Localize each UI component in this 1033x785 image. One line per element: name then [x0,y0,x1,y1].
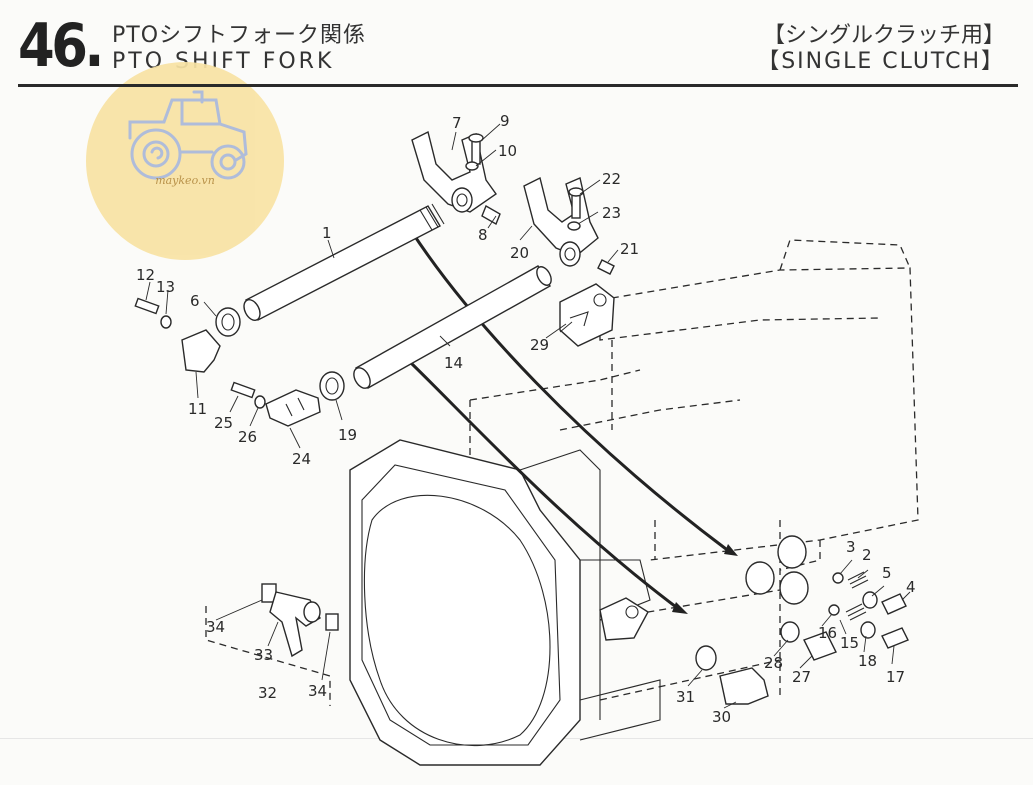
tractor-icon [128,90,248,180]
callout-6: 6 [190,292,200,310]
callout-3: 3 [846,538,856,556]
part-32-lever-assembly [205,583,339,706]
callout-31: 31 [676,688,695,706]
callout-8: 8 [478,226,488,244]
callout-24: 24 [292,450,311,468]
callout-17: 17 [886,668,905,686]
watermark-logo: maykeo.vn [86,62,284,260]
callout-11: 11 [188,400,207,418]
callout-26: 26 [238,428,257,446]
part-24-bracket [230,381,321,427]
part-14-shift-shaft [353,265,552,389]
part-1-shift-shaft [243,203,445,322]
bolts-and-washers [465,133,584,231]
callout-4: 4 [906,578,916,596]
callout-18: 18 [858,652,877,670]
callout-30: 30 [712,708,731,726]
callout-9: 9 [500,112,510,130]
callout-29: 29 [530,336,549,354]
callout-7: 7 [452,114,462,132]
callout-16: 16 [818,624,837,642]
callout-23: 23 [602,204,621,222]
callout-32: 32 [258,684,277,702]
callout-34-left: 34 [206,618,225,636]
callout-1: 1 [322,224,332,242]
part-11-bracket [134,297,221,373]
callout-14: 14 [444,354,463,372]
variant-english: 【SINGLE CLUTCH】 [757,49,1005,74]
title-japanese: PTOシフトフォーク関係 [112,23,367,48]
callout-27: 27 [792,668,811,686]
clutch-housing [349,439,661,766]
callout-10: 10 [498,142,517,160]
callout-22: 22 [602,170,621,188]
callout-12: 12 [136,266,155,284]
page-number: 46. [18,11,105,81]
guide-wires [408,231,738,614]
callout-34-right: 34 [308,682,327,700]
callout-15: 15 [840,634,859,652]
callout-28: 28 [764,654,783,672]
callout-21: 21 [620,240,639,258]
callout-13: 13 [156,278,175,296]
callout-25: 25 [214,414,233,432]
page-header: 46. PTOシフトフォーク関係 PTO SHIFT FORK 【シングルクラッ… [0,0,1033,90]
detent-hardware [599,535,909,705]
header-divider [18,84,1018,87]
callout-labels: 1 2 3 4 5 6 7 8 9 10 11 12 13 14 15 16 1… [136,112,916,726]
leader-lines [145,123,911,709]
part-29-plate [559,283,615,347]
callout-19: 19 [338,426,357,444]
callout-5: 5 [882,564,892,582]
watermark-text: maykeo.vn [155,174,215,187]
callout-20: 20 [510,244,529,262]
oil-seals [215,307,345,401]
callout-2: 2 [862,546,872,564]
callout-33: 33 [254,646,273,664]
variant-japanese: 【シングルクラッチ用】 [762,23,1005,48]
